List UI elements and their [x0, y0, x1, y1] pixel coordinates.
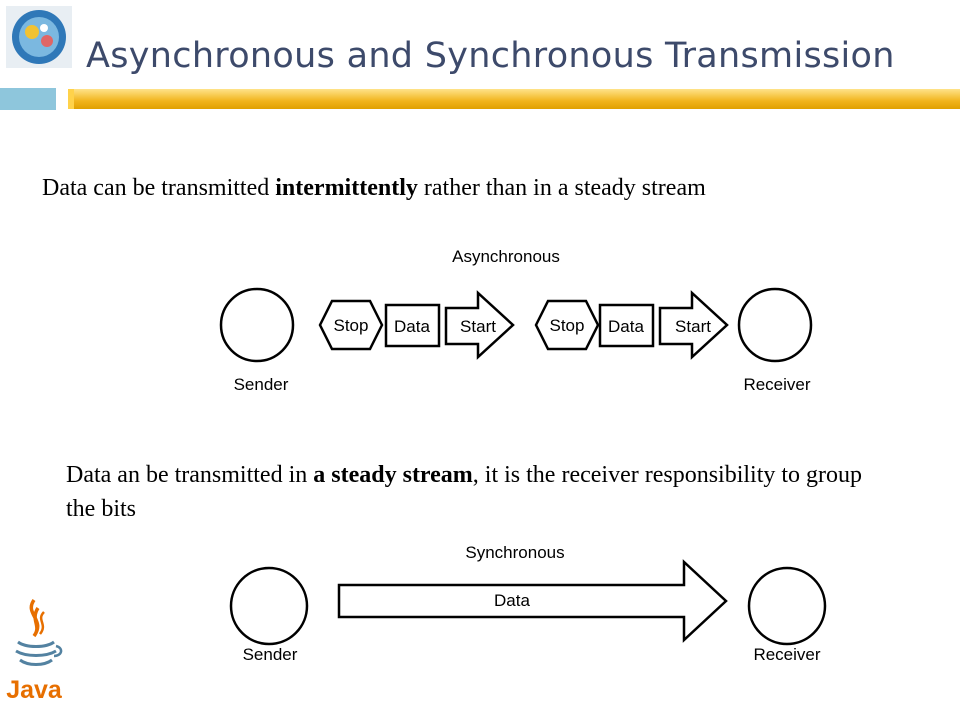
sync-description: Data an be transmitted in a steady strea… — [66, 458, 866, 526]
sync-sender-node — [229, 566, 309, 646]
async-data-frame-2 — [598, 303, 655, 348]
async-description-emphasis: intermittently — [275, 175, 418, 201]
title-rule-bar — [68, 89, 960, 109]
async-data-frame-1 — [384, 303, 441, 348]
async-description-text: Data can be transmitted — [42, 175, 276, 201]
sync-sender-label: Sender — [243, 645, 298, 664]
async-description: Data can be transmitted intermittently r… — [42, 171, 882, 205]
title-rule-accent — [0, 88, 56, 110]
sync-receiver-node — [747, 566, 827, 646]
async-data-label-1: Data — [394, 317, 430, 336]
java-logo-icon: Java — [6, 598, 63, 704]
sync-description-emphasis: a steady stream — [313, 462, 473, 488]
async-stop-label-1: Stop — [334, 316, 369, 335]
sync-description-tail: , it is the receiver responsibility to g… — [66, 462, 863, 522]
async-start-arrow-1 — [444, 290, 515, 360]
async-data-label-2: Data — [608, 317, 644, 336]
async-stop-label-2: Stop — [550, 316, 585, 335]
async-start-label-2: Start — [675, 317, 711, 336]
async-diagram-title: Asynchronous — [452, 247, 560, 266]
async-stop-octagon-1 — [318, 299, 384, 351]
course-logo-icon — [6, 6, 72, 68]
sync-diagram-title: Synchronous — [465, 543, 564, 562]
page-title: Asynchronous and Synchronous Transmissio… — [86, 36, 895, 76]
async-start-label-1: Start — [460, 317, 496, 336]
sync-description-text: Data an be transmitted in — [66, 462, 314, 488]
sync-data-arrow — [337, 559, 728, 643]
async-sender-node — [219, 287, 295, 363]
sync-data-label: Data — [494, 591, 530, 610]
async-stop-octagon-2 — [534, 299, 600, 351]
async-start-arrow-2 — [658, 290, 729, 360]
sync-receiver-label: Receiver — [753, 645, 820, 664]
async-receiver-label: Receiver — [743, 375, 810, 394]
async-description-tail: rather than in a steady stream — [417, 175, 706, 201]
async-receiver-node — [737, 287, 813, 363]
async-sender-label: Sender — [234, 375, 289, 394]
java-logo-text: Java — [6, 676, 63, 704]
